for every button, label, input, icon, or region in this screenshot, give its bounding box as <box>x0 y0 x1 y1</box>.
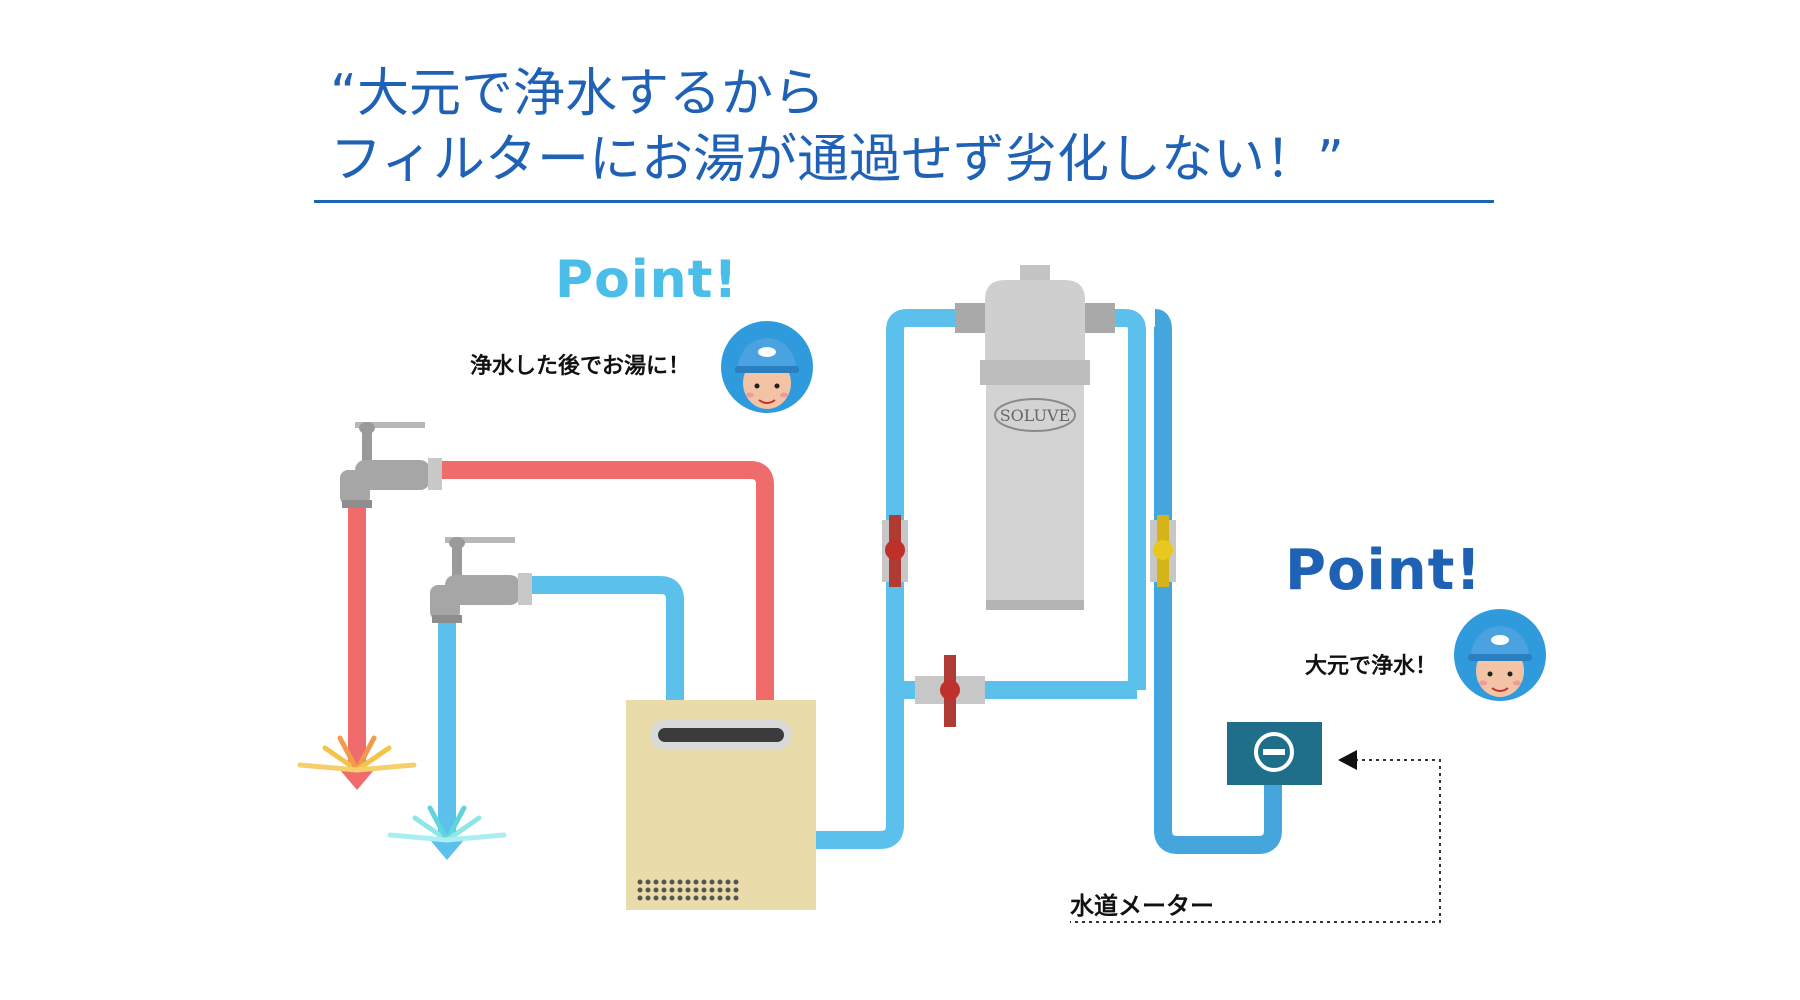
title-underline <box>314 200 1494 203</box>
valve-icon <box>1150 515 1176 587</box>
arrow-left-icon <box>1338 750 1357 770</box>
water-splash-icon <box>387 805 507 843</box>
valve-icon <box>915 655 985 727</box>
callout-text-hot-water: 浄水した後でお湯に！ <box>470 354 691 379</box>
water-splash-icon <box>297 735 417 773</box>
water-meter-icon <box>1227 722 1322 785</box>
title-line-1: “大元で浄水するから <box>330 64 825 124</box>
meter-leader-line <box>1070 759 1441 923</box>
filter-housing-icon: SOLUVE <box>955 265 1115 610</box>
hot-water-pipe <box>348 461 774 780</box>
callout-text-source: 大元で浄水！ <box>1305 654 1438 679</box>
worker-avatar-icon <box>721 321 813 413</box>
point-label-hot-water: Point! <box>555 250 739 310</box>
water-heater-icon <box>626 700 816 910</box>
filter-brand-text: SOLUVE <box>1000 406 1071 425</box>
title-line-2: フィルターにお湯が通過せず劣化しない！” <box>330 130 1344 190</box>
faucet-icon <box>430 537 532 623</box>
hot-arrow-tip <box>340 770 374 790</box>
point-label-source: Point! <box>1285 538 1482 603</box>
water-meter-label: 水道メーター <box>1070 892 1214 920</box>
faucet-icon <box>340 422 442 508</box>
cold-arrow-tip <box>430 840 464 860</box>
valve-icon <box>882 515 908 587</box>
main-supply-pipe <box>1153 309 1282 854</box>
worker-avatar-icon <box>1454 609 1546 701</box>
